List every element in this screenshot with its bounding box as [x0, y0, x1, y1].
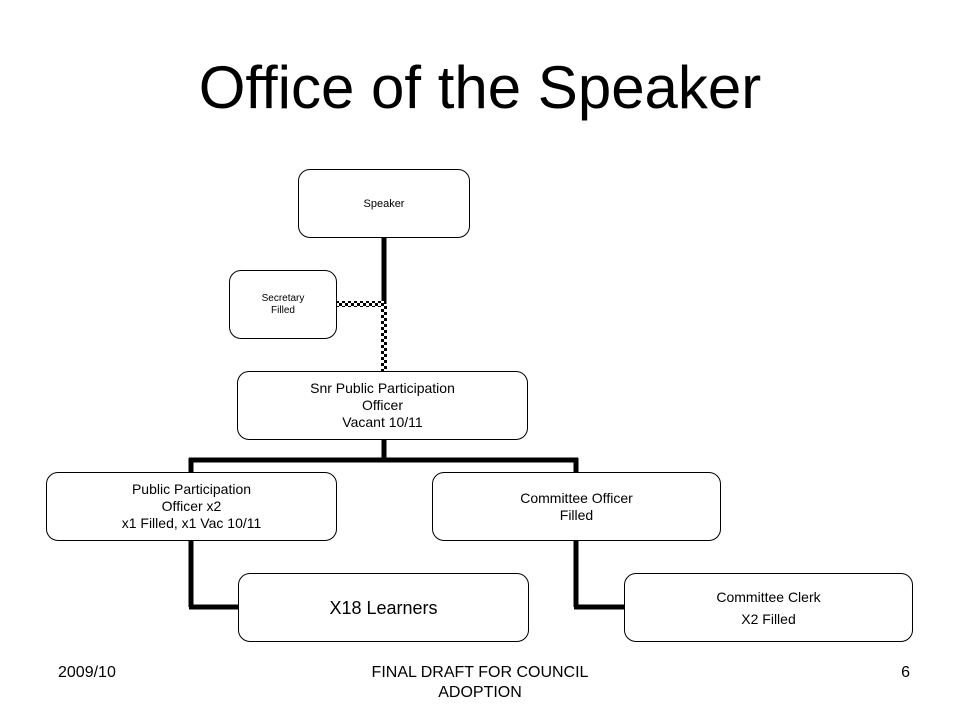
- snr-public-participation-officer-box: Snr Public Participation Officer Vacant …: [237, 371, 528, 440]
- secretary-label: Secretary: [261, 292, 305, 304]
- committee-officer-label: Committee Officer: [520, 489, 633, 506]
- snr-label-line1: Snr Public Participation: [310, 380, 455, 396]
- footer-page-number: 6: [901, 664, 910, 681]
- page-title: Office of the Speaker: [198, 54, 762, 121]
- connector-secretary-dotted: [337, 301, 384, 307]
- committee-clerk-status: X2 Filled: [741, 610, 796, 627]
- ppo-label-line2: Officer x2: [161, 498, 222, 514]
- committee-officer-box: Committee Officer Filled: [432, 472, 721, 541]
- learners-label: X18 Learners: [329, 597, 438, 618]
- snr-label-line2: Officer: [362, 397, 403, 413]
- learners-box: X18 Learners: [238, 573, 529, 642]
- ppo-status: x1 Filled, x1 Vac 10/11: [121, 515, 262, 531]
- ppo-label-line1: Public Participation: [131, 481, 252, 497]
- speaker-box: Speaker: [298, 169, 470, 238]
- committee-clerk-box: Committee Clerk X2 Filled: [624, 573, 913, 642]
- footer-year: 2009/10: [58, 664, 116, 681]
- connector-snr-dotted: [381, 304, 387, 371]
- committee-clerk-label: Committee Clerk: [716, 588, 821, 605]
- speaker-label: Speaker: [363, 197, 405, 210]
- secretary-status: Filled: [271, 304, 295, 316]
- snr-status: Vacant 10/11: [342, 414, 423, 430]
- committee-officer-status: Filled: [559, 506, 594, 523]
- public-participation-officer-box: Public Participation Officer x2 x1 Fille…: [46, 472, 337, 541]
- footer-draft-note: FINAL DRAFT FOR COUNCIL ADOPTION: [371, 664, 589, 701]
- secretary-box: Secretary Filled: [229, 270, 337, 339]
